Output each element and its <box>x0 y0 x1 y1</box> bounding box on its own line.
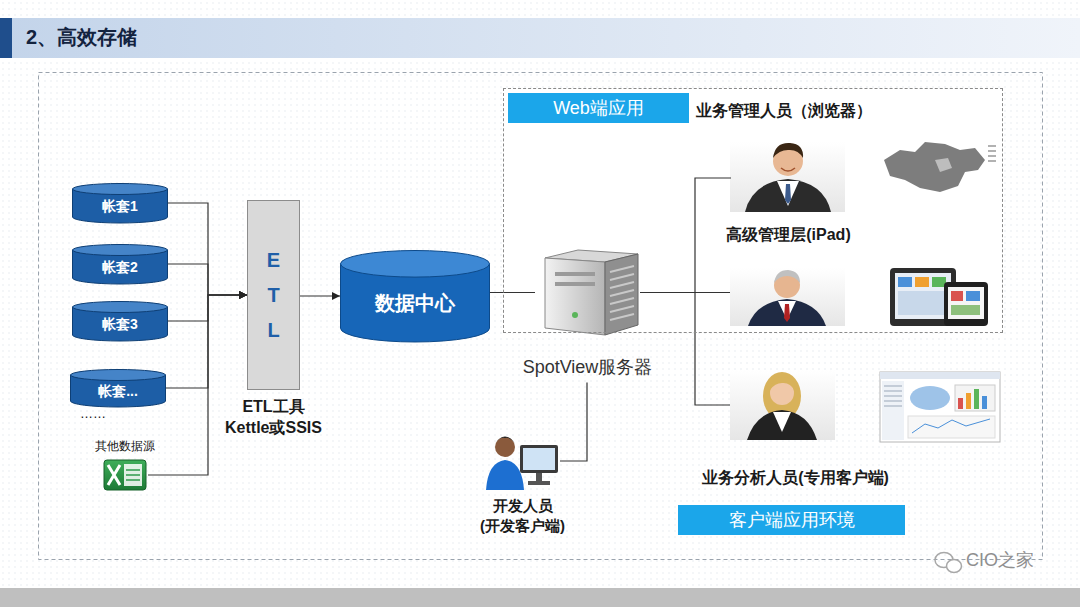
etl-tool-caption: ETL工具 Kettle或SSIS <box>199 397 349 439</box>
web-app-region: 业务管理人员（浏览器） Web端应用高级管理层(iPad) <box>503 88 1003 333</box>
connector-line <box>168 203 247 295</box>
client-env-tag: 客户端应用环境 <box>678 505 905 535</box>
client-env-label: 客户端应用环境 <box>729 509 855 532</box>
slide-title: 2、高效存储 <box>26 25 137 50</box>
ellipsis-note: …… <box>80 406 106 422</box>
cylinder-top <box>73 184 168 195</box>
account-set-cylinder: 帐套... <box>70 369 166 407</box>
connector-line <box>300 295 340 296</box>
cylinder-top <box>73 302 168 313</box>
connector-line <box>168 264 247 295</box>
executive-caption: 高级管理层(iPad) <box>726 225 850 245</box>
server-caption: SpotView服务器 <box>523 356 653 379</box>
account-set-name: 帐套3 <box>102 316 138 334</box>
analyst-caption: 业务分析人员(专用客户端) <box>702 468 889 488</box>
data-center-label: 数据中心 <box>375 291 455 316</box>
connector-line <box>490 292 535 293</box>
server-icon: SpotView服务器 <box>535 250 640 335</box>
web-app-tag: Web端应用 <box>508 93 689 123</box>
data-center-cylinder: 数据中心 <box>340 250 490 342</box>
account-set-name: 帐套... <box>98 383 138 401</box>
web-app-label: Web端应用 <box>553 97 644 120</box>
web-users-heading: 业务管理人员（浏览器） <box>696 101 872 121</box>
connector-line <box>166 295 247 388</box>
analyst-photo: 业务分析人员(专用客户端) <box>730 370 835 440</box>
etl-letters: E T L <box>264 243 284 348</box>
connector-line <box>640 293 730 406</box>
developer-icon: 开发人员 (开发客户端) <box>485 432 560 490</box>
executive-photo: 高级管理层(iPad) <box>731 143 846 213</box>
cylinder-top <box>73 245 168 256</box>
account-set-name: 帐套1 <box>102 198 138 216</box>
cylinder-top <box>71 370 166 381</box>
account-set-name: 帐套2 <box>102 259 138 277</box>
account-set-cylinder: 帐套2 <box>72 244 168 284</box>
account-set-cylinder: 帐套3 <box>72 301 168 341</box>
cylinder-top <box>341 251 490 278</box>
connector-line <box>560 383 587 462</box>
account-set-cylinder: 帐套1 <box>72 183 168 223</box>
developer-caption: 开发人员 (开发客户端) <box>463 496 583 537</box>
source-caption: 其他数据源 <box>95 439 155 454</box>
etl-box: E T LETL工具 Kettle或SSIS <box>247 200 300 390</box>
watermark: CIO之家 <box>966 549 1034 572</box>
connector-line <box>640 178 731 293</box>
excel-source-icon: 其他数据源 <box>102 458 148 492</box>
